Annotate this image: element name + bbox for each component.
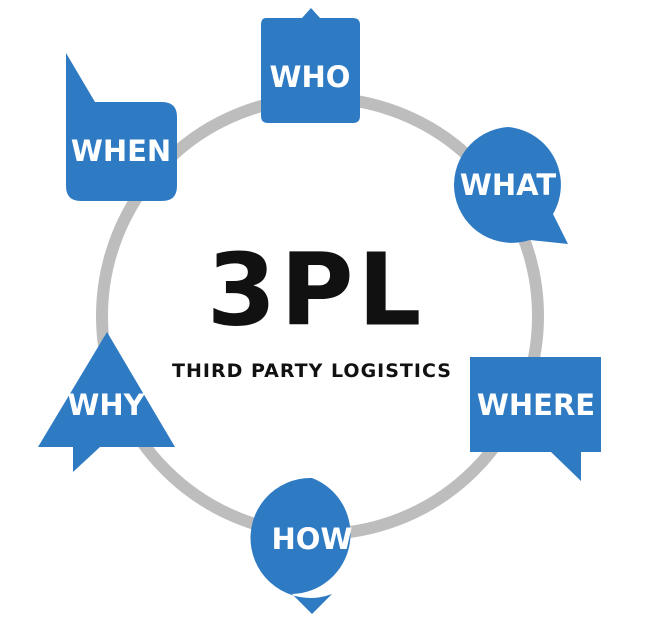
bubble-how: HOW — [250, 477, 353, 614]
bubble-who-label: WHO — [270, 60, 351, 94]
title: 3PL — [207, 232, 426, 349]
bubble-who-shape — [261, 8, 360, 123]
bubble-where-shape — [470, 357, 601, 481]
bubble-what-label: WHAT — [460, 168, 556, 202]
bubble-how-shape — [250, 477, 351, 614]
bubble-why-shape — [38, 332, 175, 472]
bubble-when-shape — [66, 53, 177, 201]
bubble-where-label: WHERE — [477, 388, 595, 422]
subtitle: THIRD PARTY LOGISTICS — [172, 360, 452, 382]
bubble-what: WHAT — [454, 127, 568, 244]
bubble-how-label: HOW — [272, 522, 353, 556]
bubble-what-shape — [454, 127, 568, 244]
bubble-who: WHO — [261, 8, 360, 123]
bubble-why: WHY — [38, 332, 175, 472]
bubble-when: WHEN — [66, 53, 177, 201]
bubble-when-label: WHEN — [71, 134, 171, 168]
bubble-where: WHERE — [470, 357, 601, 481]
bubble-why-label: WHY — [67, 388, 145, 422]
